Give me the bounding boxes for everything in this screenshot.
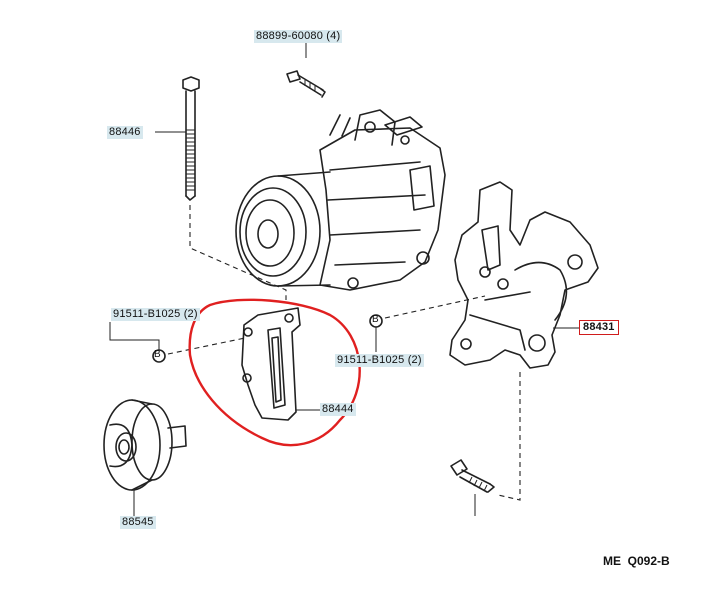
bracket-dashed-path: [497, 372, 521, 501]
dashed-right-bolt: [384, 295, 486, 319]
bolt-marker-left-letter: B: [154, 349, 161, 360]
diagram-code: ME Q092-B: [603, 554, 670, 568]
long-stud: [182, 76, 200, 201]
callout-pulley: 88545: [120, 516, 156, 529]
leader-bolt-left: [109, 322, 160, 350]
callout-bolt-left: 91511-B1025 (2): [111, 308, 200, 321]
mounting-bracket: [449, 181, 599, 369]
callout-long-stud: 88446: [107, 126, 143, 139]
callout-bracket: 88431: [579, 320, 619, 335]
bottom-bolt: [450, 459, 495, 493]
ac-compressor: [235, 109, 446, 291]
stud-dashed-path: [189, 205, 287, 300]
bolt-marker-right-letter: B: [372, 314, 379, 325]
highlight-circle: [188, 298, 361, 447]
adjusting-bar: [241, 307, 301, 421]
callout-adjusting-bar: 88444: [320, 403, 356, 416]
callout-bolt-right: 91511-B1025 (2): [335, 354, 424, 367]
dashed-left-bolt: [167, 337, 246, 355]
callout-top-bolt: 88899-60080 (4): [254, 30, 343, 43]
top-bolt: [286, 70, 326, 98]
idler-pulley: [103, 399, 187, 491]
